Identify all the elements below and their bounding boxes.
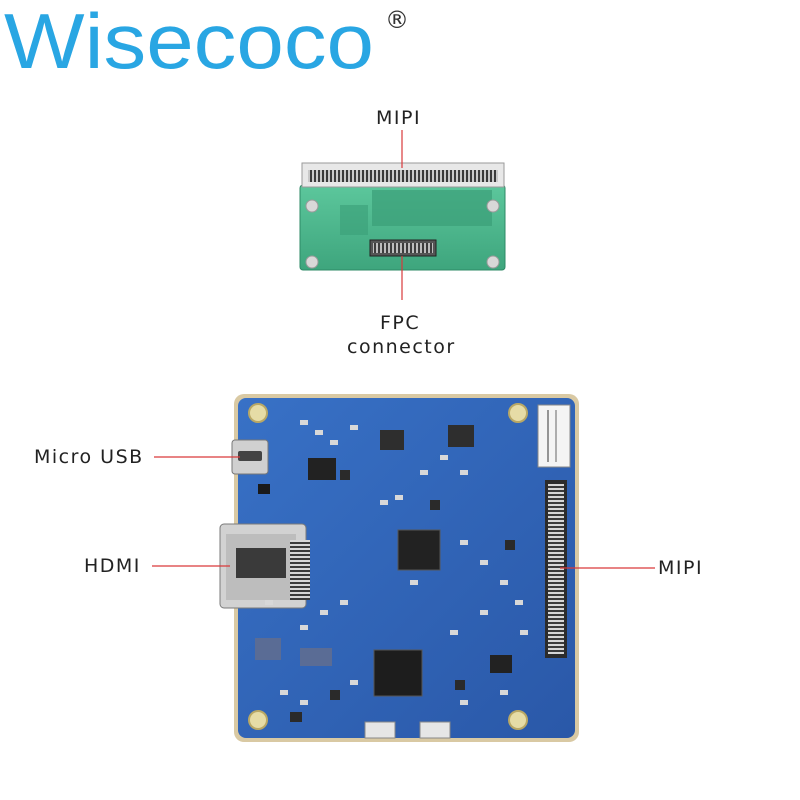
button xyxy=(364,721,396,739)
mount-hole xyxy=(508,710,528,730)
registered-mark: ® xyxy=(385,6,409,34)
label-fpc: FPC xyxy=(380,312,421,334)
label-hdmi: HDMI xyxy=(84,555,141,577)
mount-hole xyxy=(486,255,500,269)
mount-hole xyxy=(486,199,500,213)
logo-text: Wisecoco xyxy=(4,0,374,85)
mcu-chip xyxy=(373,649,423,697)
mount-hole xyxy=(248,403,268,423)
main-chip xyxy=(397,529,441,571)
regulator xyxy=(308,458,336,480)
label-micro-usb: Micro USB xyxy=(34,446,144,468)
mount-hole xyxy=(305,199,319,213)
inductor xyxy=(448,425,474,447)
wisecoco-logo: Wisecoco ® xyxy=(4,0,409,85)
label-sticker xyxy=(537,404,571,468)
label-mipi-right: MIPI xyxy=(658,557,704,579)
label-mipi-top: MIPI xyxy=(376,107,422,129)
driver-main-board xyxy=(219,394,579,742)
button xyxy=(419,721,451,739)
mipi-adapter-board xyxy=(299,162,506,271)
label-connector: connector xyxy=(347,336,456,358)
mount-hole xyxy=(305,255,319,269)
leader-lines xyxy=(152,130,655,569)
mount-hole xyxy=(248,710,268,730)
mount-hole xyxy=(508,403,528,423)
inductor xyxy=(380,430,404,450)
